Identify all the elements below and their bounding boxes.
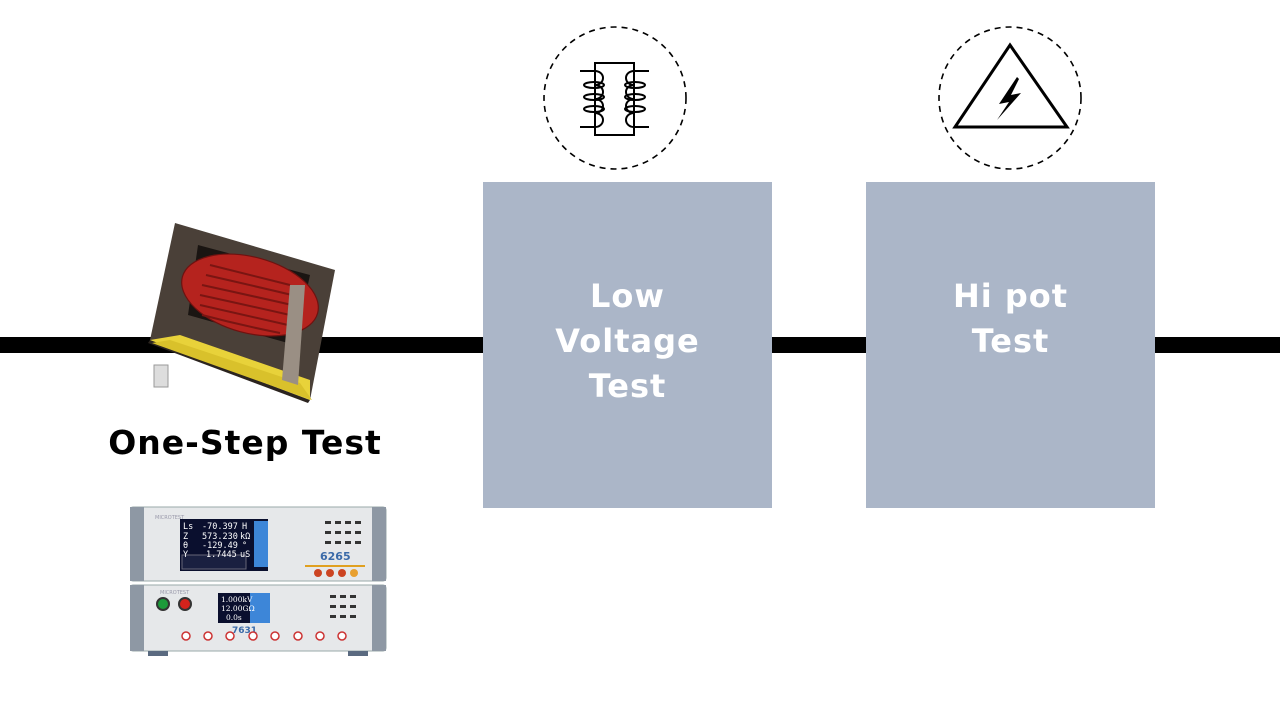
high-voltage-warning-icon <box>938 26 1082 170</box>
model-label-6265: 6265 <box>320 550 351 563</box>
step-hipot-test: Hi pot Test <box>866 182 1155 508</box>
reading-value: -129.49 <box>202 541 238 551</box>
step-label-line: Test <box>588 367 667 405</box>
reading-unit: uS <box>240 550 250 560</box>
reading-name: Y <box>183 550 188 560</box>
brand-label: MICROTEST <box>155 515 185 521</box>
brand-label: MICROTEST <box>160 590 190 596</box>
reading-name: Z <box>183 532 188 542</box>
reading-unit: ° <box>242 541 247 551</box>
model-label-7631: 7631 <box>232 626 257 636</box>
reading-unit: H <box>242 522 247 532</box>
transformer-icon <box>543 26 687 170</box>
step-label-line: Voltage <box>555 322 700 360</box>
reading-name: θ <box>183 541 188 551</box>
time-reading: 0.0s <box>226 613 242 622</box>
test-instruments-image: Ls -70.397 H Z 573.230 kΩ θ -129.49 ° Y … <box>130 506 387 656</box>
transformer-coil-image <box>148 223 335 403</box>
one-step-test-caption: One-Step Test <box>108 423 382 462</box>
reading-value: 573.230 <box>202 532 238 542</box>
step-label-line: Test <box>971 322 1050 360</box>
resistance-reading: 12.00GΩ <box>221 604 255 613</box>
voltage-reading: 1.000kV <box>221 595 253 604</box>
step-label-line: Low <box>590 277 665 315</box>
svg-text:Ls: Ls <box>183 522 193 532</box>
reading-value: 1.7445 <box>206 550 237 560</box>
reading-unit: kΩ <box>240 532 250 542</box>
reading-value: -70.397 <box>202 522 238 532</box>
reading-name: Ls <box>183 522 193 532</box>
step-low-voltage-test: Low Voltage Test <box>483 182 772 508</box>
step-label-line: Hi pot <box>952 277 1069 315</box>
